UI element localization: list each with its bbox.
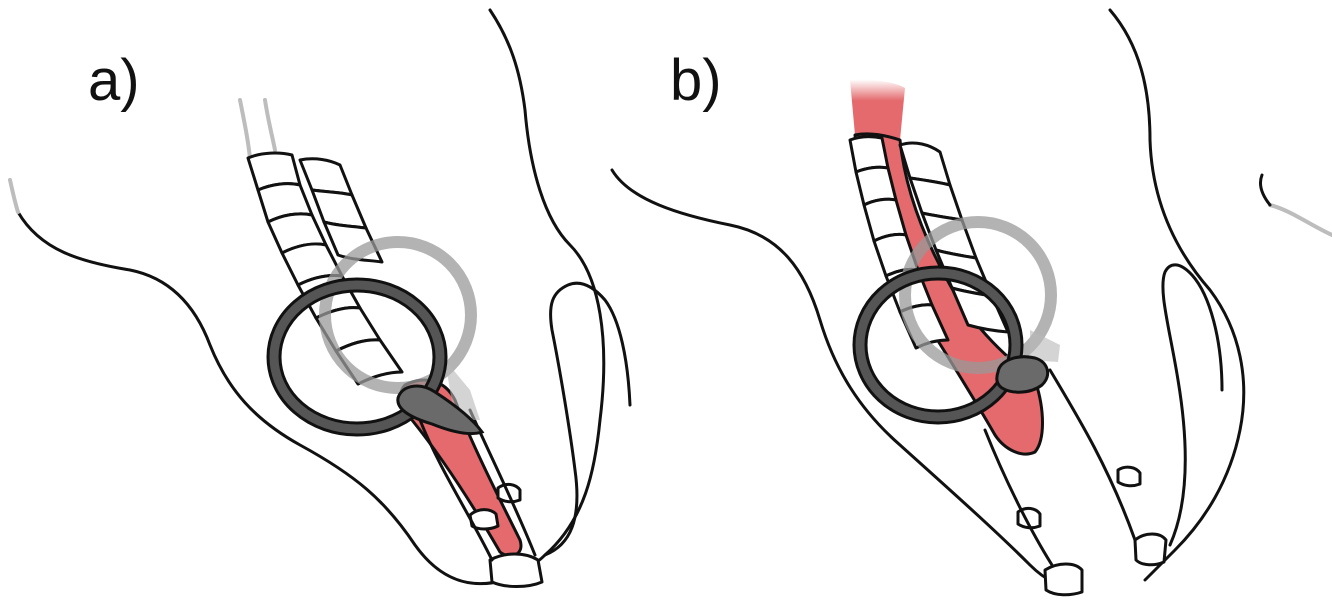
panel-b-right-edge [1260,175,1270,205]
panel-b-device [997,357,1048,392]
panel-a-leg-outline [545,283,630,555]
panel-b-tail-outline [1110,10,1244,580]
panel-b-colon-fade [850,79,905,140]
panel-b-label: b) [670,48,722,113]
panel-a-spine-fade [240,100,275,158]
panel-a-back-outline-fade [10,180,18,212]
panel-a: a) [10,10,630,587]
panel-b: b) [612,10,1332,595]
panel-a-label: a) [88,48,140,113]
panel-b-edge-fade [1270,205,1332,235]
